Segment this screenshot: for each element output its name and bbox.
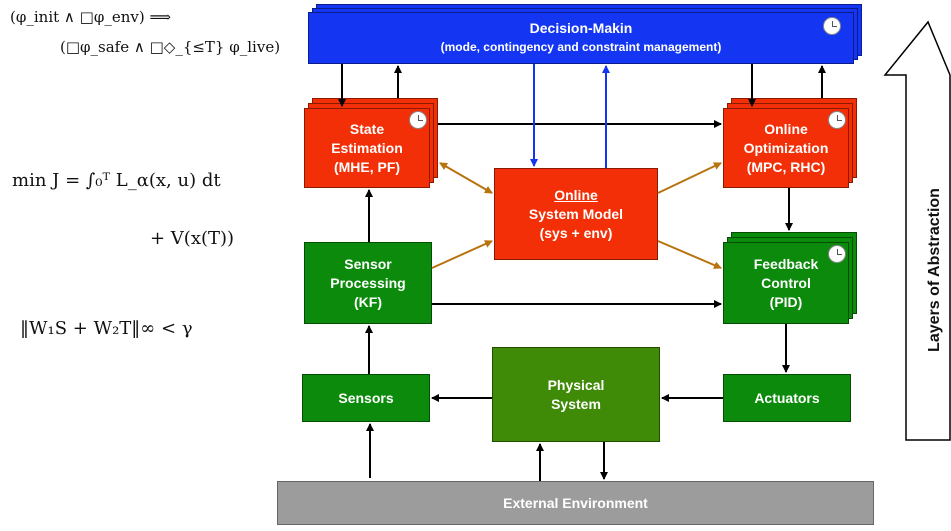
online-optimization-block: Online Optimization (MPC, RHC) — [723, 108, 849, 188]
clock-icon — [828, 245, 846, 263]
spec-formula-line2: (□φ_safe ∧ □◇_{≤T} φ_live) — [60, 38, 281, 56]
arrow-model-to-optimization — [657, 162, 722, 194]
online-optimization-line3: (MPC, RHC) — [746, 158, 826, 175]
system-model-block: Online System Model (sys + env) — [494, 168, 658, 260]
physical-system-line2: System — [551, 395, 601, 412]
sensor-processing-line2: Processing — [330, 274, 406, 291]
decision-subtitle: (mode, contingency and constraint manage… — [440, 40, 722, 54]
external-environment-block: External Environment — [277, 481, 874, 525]
physical-system-block: Physical System — [492, 347, 660, 442]
layers-of-abstraction-label: Layers of Abstraction — [926, 188, 943, 352]
system-model-line3: (sys + env) — [539, 224, 613, 241]
arrow-state-model-bidir — [439, 162, 493, 194]
decision-making-block: Decision-Makin (mode, contingency and co… — [308, 12, 854, 64]
hinf-formula: ‖W₁S + W₂T‖∞ < γ — [20, 318, 193, 339]
feedback-control-line2: Control — [761, 274, 811, 291]
sensor-processing-line3: (KF) — [354, 293, 382, 310]
clock-icon — [828, 111, 846, 129]
external-environment-label: External Environment — [503, 494, 648, 511]
clock-icon — [409, 111, 427, 129]
arrow-model-to-feedback — [657, 240, 722, 269]
actuators-label: Actuators — [754, 389, 820, 406]
system-model-line2: System Model — [528, 205, 624, 222]
system-model-line1: Online — [554, 186, 598, 203]
sensors-block: Sensors — [302, 374, 430, 422]
state-estimation-block: State Estimation (MHE, PF) — [304, 108, 430, 188]
physical-system-line1: Physical — [547, 376, 605, 393]
sensor-processing-block: Sensor Processing (KF) — [304, 242, 432, 324]
decision-title: Decision-Makin — [529, 20, 633, 36]
cost-formula-line2: + V(x(T)) — [150, 228, 235, 249]
spec-formula-line1: (φ_init ∧ □φ_env) ⟹ — [10, 8, 171, 26]
sensor-processing-line1: Sensor — [344, 255, 392, 272]
online-optimization-line1: Online — [764, 120, 808, 137]
feedback-control-line1: Feedback — [753, 255, 819, 272]
state-estimation-line2: Estimation — [331, 139, 403, 156]
up-arrow-icon — [883, 20, 951, 441]
actuators-block: Actuators — [723, 374, 851, 422]
state-estimation-line3: (MHE, PF) — [333, 158, 401, 175]
feedback-control-line3: (PID) — [769, 293, 803, 310]
sensors-label: Sensors — [338, 389, 394, 406]
clock-icon — [823, 17, 841, 35]
state-estimation-line1: State — [349, 120, 385, 137]
feedback-control-block: Feedback Control (PID) — [723, 242, 849, 324]
cost-formula-line1: min J = ∫₀ᵀ L_α(x, u) dt — [12, 170, 221, 191]
online-optimization-line2: Optimization — [743, 139, 829, 156]
arrow-sensorproc-to-model — [431, 240, 493, 269]
